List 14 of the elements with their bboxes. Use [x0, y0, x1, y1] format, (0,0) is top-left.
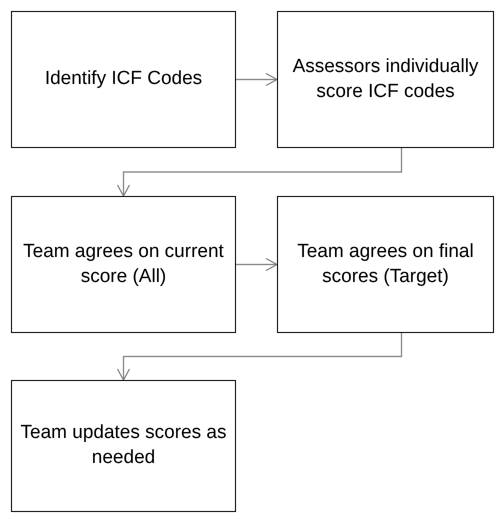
process-box	[11, 380, 236, 512]
box-label: Team agrees on final scores (Target)	[296, 240, 475, 288]
process-box	[277, 196, 494, 333]
box-label: Identify ICF Codes	[44, 67, 202, 92]
process-box	[277, 11, 494, 148]
connector-arrow	[236, 258, 278, 272]
process-box	[11, 196, 236, 333]
box-label: Assessors individually score ICF codes	[292, 54, 480, 104]
process-box	[11, 11, 236, 148]
connector-arrow	[236, 72, 278, 86]
box-label: Team updates scores as needed	[20, 421, 227, 470]
connector-arrow	[116, 148, 402, 197]
box-label: Team agrees on current score (All)	[22, 240, 225, 288]
connector-arrow	[116, 333, 402, 381]
